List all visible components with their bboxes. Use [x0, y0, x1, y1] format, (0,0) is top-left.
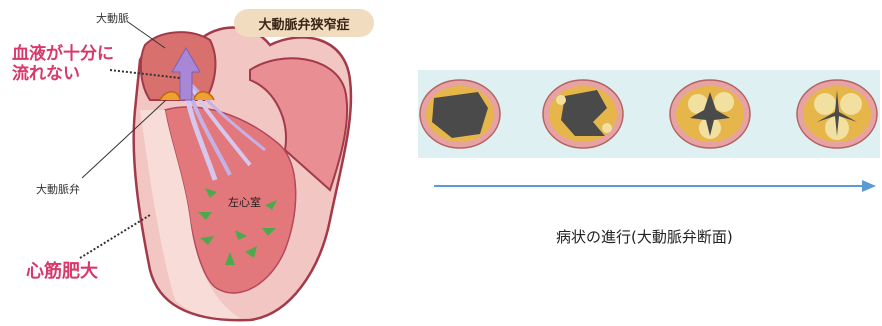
- progression-caption: 病状の進行(大動脈弁断面): [556, 226, 733, 247]
- insufficient-flow-label-2: 流れない: [12, 64, 80, 84]
- insufficient-flow-label-1: 血液が十分に: [12, 44, 114, 64]
- hypertrophy-label: 心筋肥大: [26, 262, 98, 282]
- aorta-label: 大動脈: [96, 10, 129, 26]
- leader-hypertrophy: [80, 215, 150, 258]
- progression-arrow-head: [862, 180, 876, 192]
- valve-stage-2: [543, 80, 623, 148]
- valve-stage-4: [797, 80, 877, 148]
- aortic-valve-label: 大動脈弁: [36, 181, 80, 197]
- valve-stage-3: [670, 80, 750, 148]
- left-ventricle-label: 左心室: [228, 194, 261, 210]
- diagram-title: 大動脈弁狭窄症: [234, 9, 374, 37]
- valve-stage-1: [420, 80, 500, 148]
